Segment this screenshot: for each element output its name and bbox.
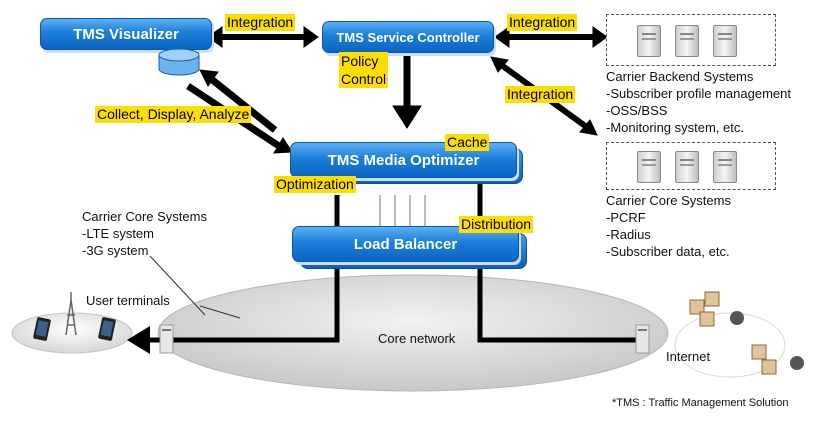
core-right-line: -Subscriber data, etc.	[606, 244, 730, 259]
backend-systems-text: Carrier Backend Systems -Subscriber prof…	[606, 68, 791, 136]
backend-line: -Subscriber profile management	[606, 86, 791, 101]
core-systems-left-text: Carrier Core Systems -LTE system -3G sys…	[82, 208, 207, 259]
collect-display-analyze-label: Collect, Display, Analyze	[95, 106, 252, 123]
server-icon	[637, 25, 661, 57]
core-left-line: -3G system	[82, 243, 149, 258]
distribution-label: Distribution	[459, 216, 534, 233]
core-right-line: -Radius	[606, 227, 651, 242]
integration-label-right: Integration	[507, 14, 578, 31]
core-server-panel	[606, 142, 776, 190]
server-icon	[675, 151, 699, 183]
phone-icon-right	[98, 317, 116, 341]
gateway-node-right	[635, 324, 650, 354]
backend-line: -Monitoring system, etc.	[606, 120, 744, 135]
tms-media-optimizer-label: TMS Media Optimizer	[327, 151, 480, 169]
tms-service-controller-box[interactable]: TMS Service Controller	[322, 21, 494, 53]
user-terminals-label: User terminals	[86, 293, 170, 308]
tms-visualizer-label: TMS Visualizer	[73, 25, 179, 43]
core-right-line: -PCRF	[606, 210, 646, 225]
optimization-label: Optimization	[274, 176, 356, 193]
backend-server-panel	[606, 14, 776, 66]
footnote: *TMS : Traffic Management Solution	[612, 397, 789, 409]
server-icon	[637, 151, 661, 183]
backend-systems-title: Carrier Backend Systems	[606, 69, 754, 84]
core-network-label: Core network	[378, 331, 456, 346]
gateway-node-left	[159, 324, 174, 354]
tms-service-controller-label: TMS Service Controller	[336, 29, 480, 45]
internet-cloud	[674, 312, 786, 378]
film-reel-icon	[730, 311, 804, 370]
load-balancer-label: Load Balancer	[353, 235, 458, 253]
server-icon	[713, 151, 737, 183]
server-icon	[675, 25, 699, 57]
user-terminal-ellipse	[11, 312, 133, 354]
cell-tower	[65, 292, 77, 336]
policy-control-label: Policy Control	[339, 52, 389, 88]
core-network-ellipse	[157, 274, 669, 392]
integration-label-left: Integration	[225, 14, 296, 31]
server-icon	[713, 25, 737, 57]
cache-label: Cache	[445, 134, 490, 151]
tms-visualizer-box[interactable]: TMS Visualizer	[40, 18, 212, 50]
core-left-line: -LTE system	[82, 226, 154, 241]
core-systems-right-title: Carrier Core Systems	[606, 193, 731, 208]
internet-server-group	[689, 291, 777, 375]
internet-label: Internet	[666, 349, 711, 364]
core-systems-right-text: Carrier Core Systems -PCRF -Radius -Subs…	[606, 192, 731, 260]
backend-line: -OSS/BSS	[606, 103, 668, 118]
phone-icon-left	[33, 317, 51, 341]
core-systems-left-title: Carrier Core Systems	[82, 209, 207, 224]
database-icon	[158, 48, 200, 76]
integration-label-diagonal: Integration	[505, 86, 576, 103]
